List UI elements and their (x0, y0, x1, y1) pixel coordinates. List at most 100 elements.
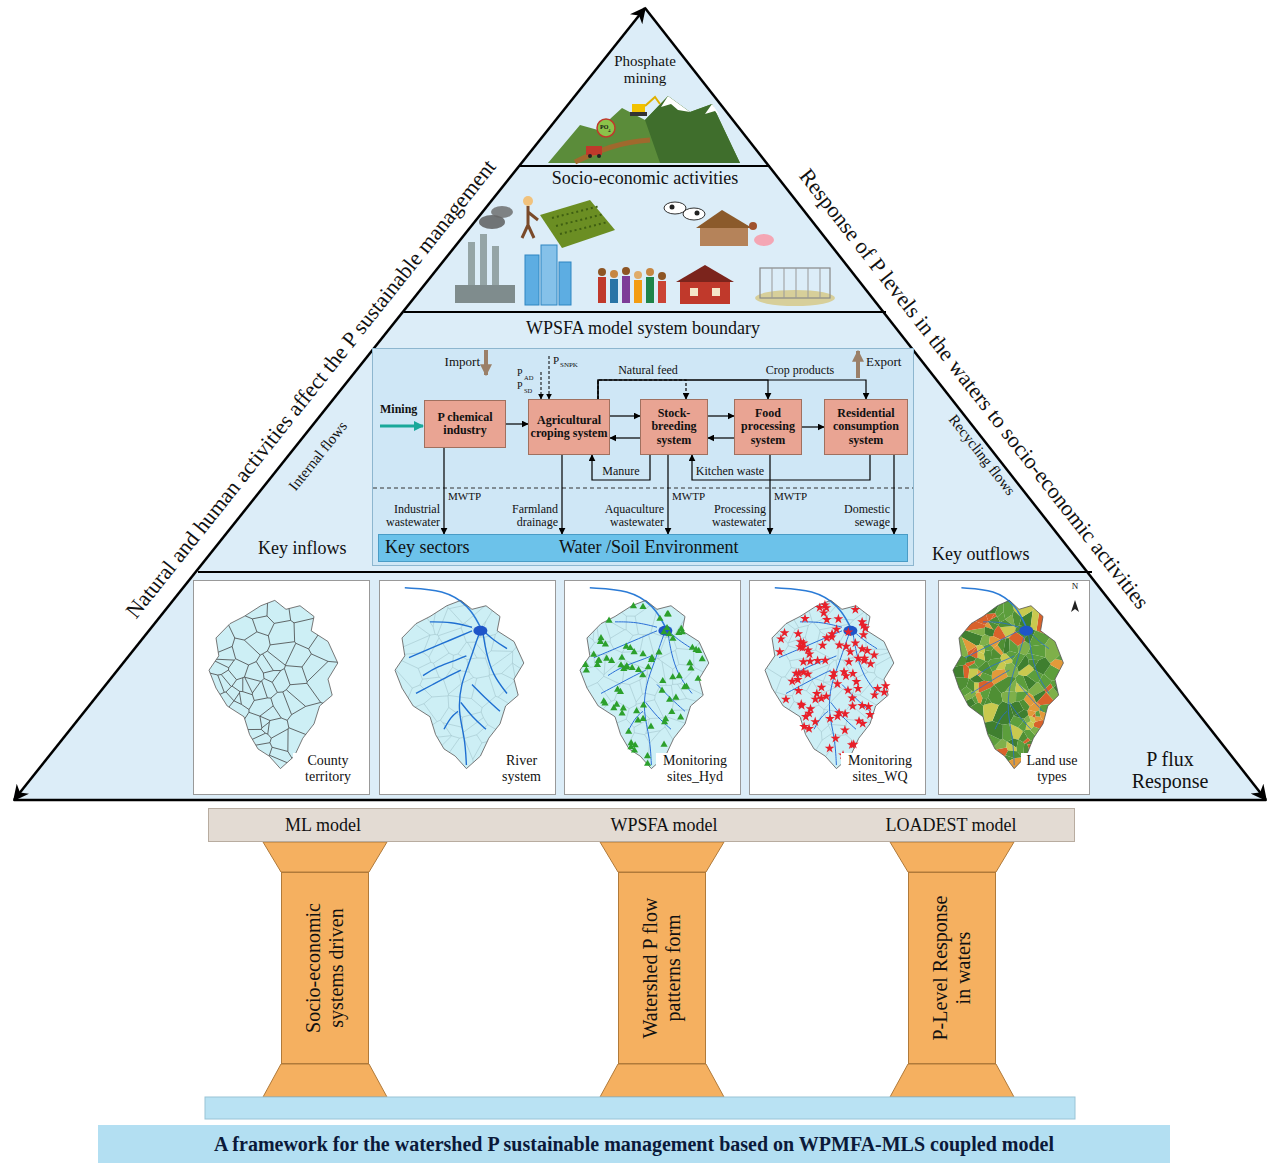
land-cell (939, 607, 985, 631)
river-line (1008, 631, 1026, 765)
map-ground (580, 600, 709, 768)
pillar-parts (205, 1097, 1075, 1119)
annotation: SD (524, 387, 532, 394)
lake (1019, 626, 1033, 636)
land-cell (939, 677, 969, 706)
map-ground (395, 600, 524, 768)
water-quality-site (822, 614, 832, 623)
county-lines (750, 581, 925, 794)
land-cell (980, 688, 991, 699)
socio-economic-illustration (754, 234, 774, 246)
flow-connector (667, 455, 668, 534)
socio-economic-illustration (749, 222, 757, 230)
annotation: Mining (380, 403, 417, 416)
map-caption: Land use types (1021, 753, 1083, 784)
mining-illustration (548, 96, 740, 163)
water-quality-site (791, 668, 801, 677)
water-quality-site (820, 655, 830, 664)
annotation: MWTP (774, 490, 807, 502)
land-cell (939, 691, 976, 714)
water-quality-site (793, 629, 803, 638)
water-quality-site (794, 686, 804, 695)
province-outline (209, 600, 338, 768)
boundary-panel (541, 372, 542, 399)
mining-illustration (705, 104, 721, 117)
land-cell (1039, 711, 1089, 741)
land-cell (1028, 710, 1036, 716)
land-cell (1045, 617, 1089, 664)
water-quality-site (849, 739, 859, 748)
pillar-label: Watershed P flow patterns form (639, 888, 685, 1048)
pyramid (14, 8, 1266, 800)
land-cell (1053, 678, 1089, 718)
pillar-column: P-Level Response in waters (908, 872, 996, 1064)
water-quality-site (844, 657, 854, 666)
land-cell (1031, 600, 1041, 631)
land-cell (1003, 724, 1014, 742)
hydrology-site (648, 654, 655, 660)
north-arrow (1071, 600, 1079, 612)
map-panel: Monitoring sites_Hyd (564, 580, 741, 795)
process-box: Stock-breeding system (640, 399, 708, 455)
river-line (1029, 634, 1049, 693)
hydrology-site (635, 666, 642, 672)
process-label: Agricultural croping system (530, 414, 608, 440)
caption-text: A framework for the watershed P sustaina… (214, 1133, 1054, 1156)
pillar-parts (600, 842, 724, 872)
river-outflow (590, 588, 666, 627)
flow-connector (802, 426, 824, 427)
water-quality-site (818, 640, 828, 649)
river-line (646, 702, 671, 729)
river-line (1019, 685, 1043, 712)
river-line (1009, 702, 1031, 729)
land-cell (985, 755, 1014, 774)
map-fill (565, 581, 740, 794)
land-cell (985, 627, 995, 637)
lake (473, 626, 487, 636)
hydrology-site (617, 688, 624, 694)
boundary-panel (549, 356, 550, 399)
river-line (657, 685, 685, 712)
land-cell (1003, 638, 1009, 653)
river-line (444, 711, 458, 729)
hydrology-site (639, 650, 646, 656)
socio-economic-illustration (664, 202, 686, 214)
hydrology-site (613, 701, 620, 707)
river-line (483, 631, 507, 649)
land-cell (1007, 742, 1017, 752)
hydrology-site (633, 707, 640, 713)
mining-illustration (630, 112, 647, 116)
water-quality-site (800, 613, 810, 622)
socio-economic-illustration (480, 234, 487, 287)
flow-label: Domestic sewage (830, 503, 890, 529)
mining-illustration (588, 154, 592, 158)
map-panel: County territory (193, 580, 370, 795)
water-quality-site (776, 634, 786, 643)
annotation: Import (445, 355, 480, 369)
water-quality-site (850, 638, 860, 647)
province-outline (580, 600, 709, 768)
flow-label: Kitchen waste (696, 465, 764, 478)
hydrology-site (666, 630, 673, 636)
process-box: P chemical industry (424, 400, 506, 448)
water-quality-site (834, 708, 844, 717)
socio-economic-illustration (712, 288, 720, 296)
river-line (459, 631, 480, 765)
hydrology-site (595, 657, 602, 663)
annotation: SNPK (560, 362, 578, 370)
annotation: P (517, 367, 523, 378)
pyramid (404, 311, 886, 313)
water-quality-site (865, 710, 875, 719)
pillar-parts (205, 842, 1075, 1119)
process-box: Agricultural croping system (528, 399, 610, 455)
socio-economic-illustration (540, 200, 615, 248)
water-quality-site (828, 671, 838, 680)
land-cell (1056, 625, 1089, 666)
annotation: Key outflows (932, 545, 1030, 565)
river-line (995, 711, 1007, 729)
socio-economic-illustration (610, 270, 618, 278)
hydrology-site (605, 617, 612, 623)
river-line (615, 622, 657, 627)
pyramid (198, 571, 1092, 573)
socio-economic-illustration (646, 277, 654, 303)
